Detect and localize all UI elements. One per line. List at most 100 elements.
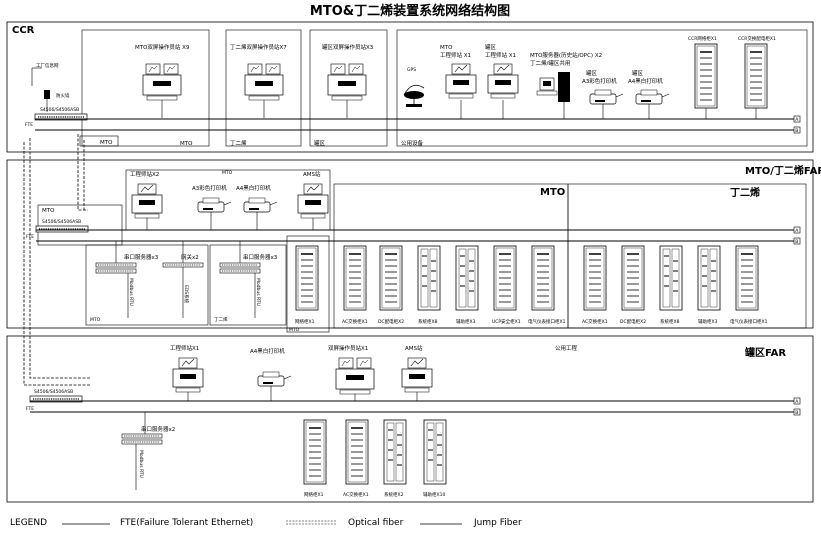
far1-mto-elec-cabinet-icon: [531, 245, 555, 311]
far1-gateway-icon: [162, 262, 204, 268]
far2-fte-label: FTE: [26, 406, 34, 412]
legend-jump-label: Jump Fiber: [473, 518, 522, 528]
ccr-grp-common-label: 公用设备: [401, 139, 424, 147]
far1-bd-ac-cabinet-icon: [583, 245, 607, 311]
far2-ams-station-icon: [401, 357, 433, 393]
far1-mto-dc-cabinet-icon: [379, 245, 403, 311]
far2-ac-cabinet-icon: [345, 419, 369, 485]
far1-bd-cab-1: DC配电柜X2: [620, 318, 646, 325]
far-tank-zone: 罐区FAR 工程师站X1 A4黑白打印机 双屏操作员站X1 AMS站 公用工程 …: [6, 335, 814, 503]
far2-switch-label: S4506/S4506ASB: [34, 389, 73, 395]
far2-sys-cabinet-icon: [383, 419, 407, 485]
far-tank-label: 罐区FAR: [744, 346, 786, 359]
legend: LEGEND FTE(Failure Tolerant Ethernet) Op…: [10, 518, 522, 528]
ccr-zone: CCR MTO双屏操作员站 X9 丁二烯双屏操作员站X7 罐区双屏操作员站X3 …: [6, 21, 814, 153]
firewall-label: 防火墙: [56, 92, 70, 99]
far1-mto-cab-2: 系统柜X8: [418, 318, 438, 325]
gps-label: GPS: [407, 67, 416, 73]
far1-bd-cab-4: 电气仪表接口柜X1: [730, 318, 768, 325]
tank-bw-printer-icon: [635, 89, 670, 105]
ccr-net-cabinet-label: CCR网络柜X1: [688, 35, 717, 42]
ccr-grp-mto-label: MTO: [180, 141, 193, 147]
far1-bd-cab-3: 辅助柜X3: [698, 318, 718, 325]
firewall-icon: [44, 90, 50, 99]
legend-title: LEGEND: [10, 518, 47, 528]
far2-eng-station-icon: [172, 357, 204, 393]
far1-bd-elec-cabinet-icon: [735, 245, 759, 311]
ccr-power-cabinet-label: CCR交换配电柜X1: [738, 35, 776, 42]
far2-a4-label: A4黑白打印机: [250, 347, 285, 355]
far1-bd-cab-2: 系统柜X8: [660, 318, 680, 325]
far-bd-header: 丁二烯: [730, 186, 760, 199]
far2-net-cabinet-icon: [303, 419, 327, 485]
ccr-tank-eng-station-icon: [487, 63, 519, 99]
far1-mto-cab-0: AC交换柜X1: [342, 318, 368, 325]
far1-bd-sub-label: 丁二烯: [214, 316, 228, 323]
far1-eds-label: EDS系统: [183, 285, 190, 304]
history-server-icon: [536, 72, 570, 102]
ccr-tank-op-station-icon: [327, 63, 367, 101]
ccr-mto-eng-station-icon: [445, 63, 477, 99]
far2-common-label: 公用工程: [555, 344, 578, 352]
far1-a3-printer-icon: [197, 197, 232, 213]
legend-optical-label: Optical fiber: [348, 518, 404, 528]
far2-ams-label: AMS站: [405, 344, 423, 352]
far1-serial1-icon: [95, 262, 137, 268]
far1-switch-label: S4506/S4506ASB: [42, 219, 81, 225]
far1-bd-sys-cabinet-icon: [659, 245, 683, 311]
far2-serial-label: 串口服务器x2: [141, 425, 175, 433]
diagram-title: MTO&丁二烯装置系统网络结构图: [310, 3, 510, 19]
far1-mto-aux-cabinet-icon: [455, 245, 479, 311]
far-mto-zone: MTO/丁二烯FAR MTO 丁二烯 工程师站X2 MTO A3彩色打印机 A4…: [6, 159, 821, 333]
far1-mto-box-label: MTO: [42, 208, 55, 214]
factory-net-label: 工厂信息网: [36, 62, 59, 69]
far1-mto-sub-label: MTO: [90, 317, 101, 323]
tank-bw-printer-label: 罐区: [632, 69, 644, 77]
far1-mto-cab-3: 辅助柜X3: [456, 318, 476, 325]
far1-net-cabinet-icon: [295, 245, 319, 311]
far1-serial2-label: 串口服务器x3: [243, 253, 278, 261]
far1-mto-cab-4: UCP安全柜X1: [492, 318, 521, 325]
legend-fte-label: FTE(Failure Tolerant Ethernet): [120, 518, 253, 528]
far2-eng-label: 工程师站X1: [170, 344, 199, 352]
far2-serial-icon: [121, 433, 163, 439]
ccr-mto-box-label: MTO: [100, 140, 113, 146]
far1-eng-label: 工程师站X2: [130, 170, 159, 178]
ccr-net-cabinet-icon: [694, 43, 718, 109]
tank-color-printer-label: 罐区: [586, 69, 598, 77]
far1-a4-printer-icon: [243, 197, 278, 213]
far2-op-label: 双屏操作员站X1: [328, 344, 368, 352]
tank-color-printer-icon: [589, 89, 624, 105]
far2-a4-printer-icon: [257, 371, 292, 387]
tank-bw-printer-label2: A4黑白打印机: [628, 77, 663, 85]
far-mto-header: MTO: [540, 187, 565, 198]
ccr-mto-eng-label2: 工程师站 X1: [440, 51, 471, 59]
ccr-switch-label: S4506/S4506ASB: [40, 107, 79, 113]
ccr-tank-op-label: 罐区双屏操作员站X3: [322, 43, 374, 51]
far1-eng-station-icon: [131, 183, 163, 219]
far1-serial1-label: 串口服务器x3: [124, 253, 159, 261]
ccr-mto-op-station-icon: [142, 63, 182, 101]
ccr-tank-eng-label2: 工程师站 X1: [485, 51, 516, 59]
far2-op-station-icon: [335, 357, 375, 395]
far-mto-label: MTO/丁二烯FAR: [745, 164, 821, 177]
far1-gateway-label: 网关x2: [181, 253, 199, 261]
far1-bd-dc-cabinet-icon: [621, 245, 645, 311]
far1-fte-label: FTE: [26, 234, 34, 240]
ccr-bd-op-label: 丁二烯双屏操作员站X7: [230, 43, 287, 51]
far1-ams-station-icon: [297, 183, 329, 219]
ccr-grp-bd-label: 丁二烯: [230, 139, 247, 147]
far1-mto-ucp-cabinet-icon: [493, 245, 517, 311]
far1-net-cab-label: 网络柜X1: [295, 318, 315, 325]
far2-modbus-label: Modbus RTU: [138, 450, 144, 478]
far1-mto-group-label: MTO: [289, 327, 300, 333]
far1-mto-ac-cabinet-icon: [343, 245, 367, 311]
ccr-fte-label: FTE: [25, 122, 33, 128]
tank-color-printer-label2: A3彩色打印机: [582, 77, 617, 85]
history-server-label2: 丁二烯/罐区共用: [530, 59, 570, 67]
far1-switch-icon: [35, 225, 89, 233]
far1-mto-cab-5: 电气仪表接口柜X1: [528, 318, 566, 325]
ccr-label: CCR: [12, 25, 35, 36]
far1-modbus2-label: Modbus RTU: [255, 278, 261, 306]
